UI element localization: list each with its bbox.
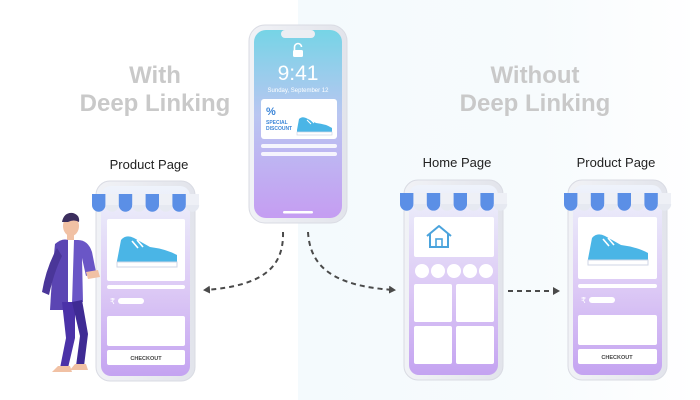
lock-date: Sunday, September 12 [268,88,330,94]
currency-symbol: ₹ [581,296,586,305]
notification-card: % SPECIAL DISCOUNT [261,99,337,139]
notification-line2: DISCOUNT [266,126,292,132]
left-heading: With Deep Linking [40,62,270,118]
right-product-phone: ₹ CHECKOUT [564,179,672,381]
notification-percent: % [266,106,276,118]
awning-icon [400,193,508,211]
awning-icon [564,193,672,211]
label-product-page-left: Product Page [109,157,189,172]
right-heading-line1: Without [490,62,580,89]
shoe-icon [587,234,649,266]
lock-screen-phone: 9:41 Sunday, September 12 % SPECIAL DISC… [248,24,348,224]
checkout-button: CHECKOUT [601,355,633,361]
checkout-button: CHECKOUT [130,356,162,362]
home-icon [426,225,452,248]
awning-icon [92,194,200,212]
lock-icon [293,42,303,57]
left-product-phone: ₹ CHECKOUT [92,180,200,382]
arrow-to-product-page [203,231,285,294]
notification-line1: SPECIAL [266,120,288,126]
shoe-icon [296,117,333,136]
person-illustration [42,212,100,372]
arrow-to-home-page [307,231,396,294]
label-home-page: Home Page [422,155,492,170]
currency-symbol: ₹ [110,297,115,306]
label-product-page-right: Product Page [576,155,656,170]
lock-time: 9:41 [278,62,319,85]
right-heading-line2: Deep Linking [459,90,611,117]
left-heading-line2: Deep Linking [79,90,231,117]
left-heading-line1: With [129,62,181,89]
right-heading: Without Deep Linking [420,62,650,118]
shoe-icon [116,236,178,268]
home-page-phone [400,179,508,381]
